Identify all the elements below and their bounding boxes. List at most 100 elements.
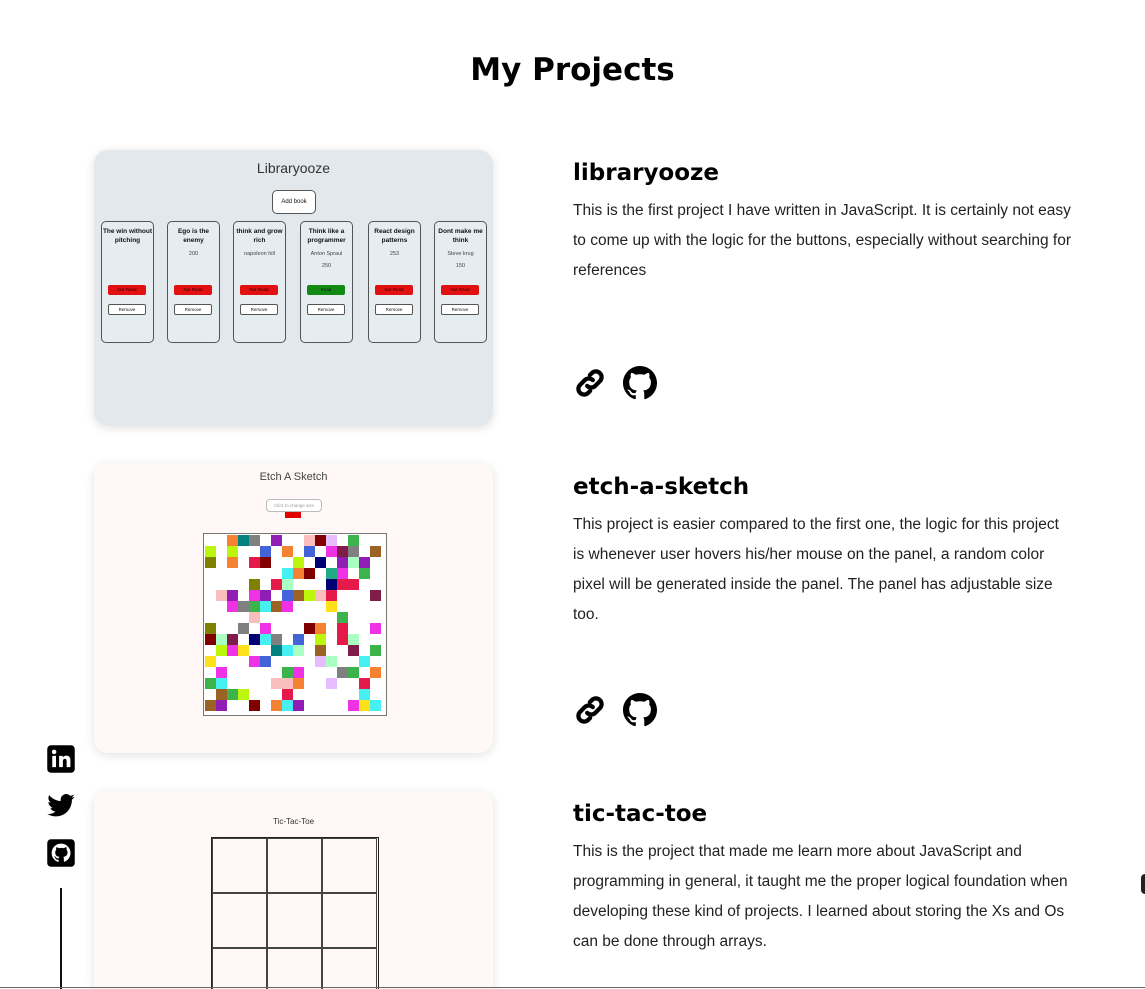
project-description: This is the project that made me learn m… [573,843,1068,950]
sketch-pixel [282,700,293,711]
sketch-pixel [271,678,282,689]
sketch-pixel [293,678,304,689]
sketch-pixel [238,645,249,656]
book-title: Dont make me think [438,228,483,244]
sketch-pixel [271,601,282,612]
sketch-pixel [205,634,216,645]
sketch-pixel [315,656,326,667]
sketch-pixel [249,579,260,590]
sketch-pixel [370,700,381,711]
sketch-pixel [216,645,227,656]
sketch-pixel [260,546,271,557]
sketch-pixel [337,579,348,590]
sketch-pixel [337,634,348,645]
sketch-pixel [227,601,238,612]
sketch-pixel [271,535,282,546]
sketch-pixel [326,579,337,590]
project-name: tic-tac-toe [573,801,708,827]
sketch-pixel [370,623,381,634]
sketch-pixel [271,700,282,711]
sketch-pixel [249,612,260,623]
sketch-pixel [315,634,326,645]
sketch-pixel [348,667,359,678]
sketch-pixel [282,590,293,601]
sketch-pixel [249,535,260,546]
github-icon[interactable] [623,693,657,727]
sketch-pixel [293,568,304,579]
sketch-pixel [315,645,326,656]
sketch-pixel [337,557,348,568]
sketch-pixel [216,678,227,689]
sketch-pixel [359,689,370,700]
board-cell [212,893,267,948]
sketch-pixel [227,645,238,656]
sketch-pixel [293,557,304,568]
sketch-pixel [293,645,304,656]
page-bottom-border [0,987,1145,988]
sketch-pixel [227,634,238,645]
tic-tac-toe-preview: Tic-Tac-Toe [94,791,493,989]
sketch-pixel [227,689,238,700]
sketch-pixel [260,656,271,667]
sketch-pixel [326,656,337,667]
sketch-pixel [304,568,315,579]
sketch-pixel [326,535,337,546]
sketch-pixel [326,601,337,612]
book-pages: 253 [389,251,400,257]
sketch-pixel [293,590,304,601]
sketch-pixel [271,634,282,645]
github-icon[interactable] [46,838,76,868]
sketch-pixel [216,634,227,645]
sketch-pixel [370,645,381,656]
sketch-pixel [260,590,271,601]
project-screenshot[interactable]: Tic-Tac-Toe [94,791,493,989]
remove-button: Remove [375,304,413,315]
board-cell [267,838,322,893]
sketch-pixel [282,678,293,689]
social-sidebar [46,744,76,885]
scroll-edge-marker [1141,874,1145,894]
sketch-pixel [348,535,359,546]
sketch-pixel [249,634,260,645]
board-cell [212,948,267,989]
sketch-pixel [216,667,227,678]
sketch-pixel [282,667,293,678]
board-cell [322,838,377,893]
sketch-pixel [271,579,282,590]
page-title: My Projects [470,52,675,88]
link-icon[interactable] [573,693,607,727]
board-cell [212,838,267,893]
sketch-pixel [315,623,326,634]
project-info: etch-a-sketch This project is easier com… [573,474,1073,630]
book-title: Ego is the enemy [177,228,210,244]
sketch-pixel [370,667,381,678]
project-screenshot[interactable]: Etch A Sketch Click to change size [94,463,493,753]
read-status-button: Not Read [240,285,278,295]
sketch-pixel [227,535,238,546]
libraryooze-preview: Libraryooze Add book The win without pit… [94,150,493,426]
sketch-pixel [249,656,260,667]
project-screenshot[interactable]: Libraryooze Add book The win without pit… [94,150,493,426]
project-info: libraryooze This is the first project I … [573,160,1073,286]
book-title: Think like a programmer [307,228,346,244]
remove-button: Remove [108,304,146,315]
sketch-pixel [282,645,293,656]
sketch-pixel [337,667,348,678]
linkedin-icon[interactable] [46,744,76,774]
read-status-button: Not Read [174,285,212,295]
project-links [573,366,657,400]
twitter-icon[interactable] [46,791,76,821]
link-icon[interactable] [573,366,607,400]
sketch-pixel [216,689,227,700]
project-description: This project is easier compared to the f… [573,516,1059,623]
sketch-pixel [359,678,370,689]
sketch-pixel [249,700,260,711]
project-links [573,693,657,727]
github-icon[interactable] [623,366,657,400]
sketch-pixel [326,590,337,601]
sketch-pixel [282,601,293,612]
sketch-pixel [359,700,370,711]
project-name: etch-a-sketch [573,474,750,500]
